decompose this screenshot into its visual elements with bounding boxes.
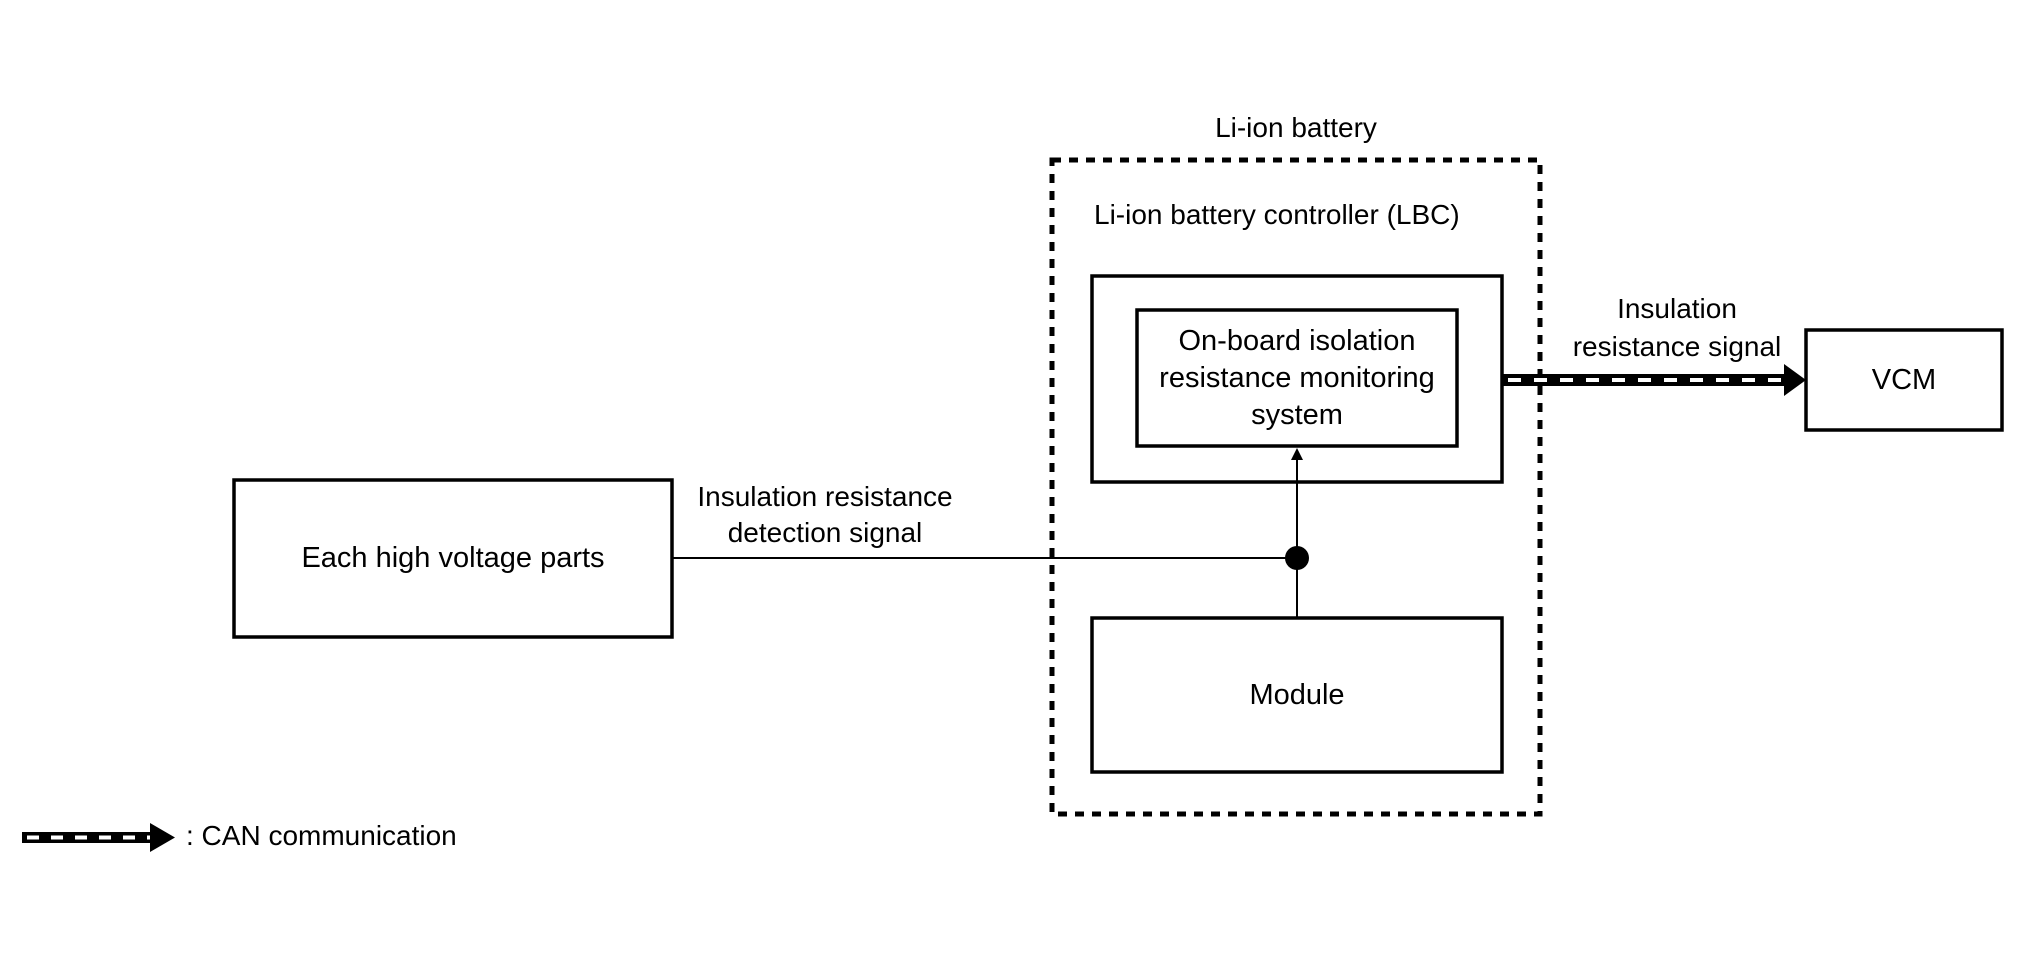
monitor-box — [1135, 308, 1459, 448]
legend-can-arrow — [22, 823, 175, 852]
detection-signal-label: Insulation resistance detection signal — [670, 479, 980, 551]
battery-label: Li-ion battery — [1215, 112, 1377, 143]
resistance-signal-label: Insulation resistance signal — [1546, 290, 1808, 366]
monitor-label: On-board isolation resistance monitoring… — [1139, 312, 1455, 444]
junction-dot — [1285, 546, 1309, 570]
resistance-signal-line-2: resistance signal — [1572, 331, 1782, 362]
lbc-label: Li-ion battery controller (LBC) — [1094, 199, 1460, 230]
detection-signal-line-1: Insulation resistance — [697, 481, 953, 512]
vcm-label: VCM — [1871, 363, 1937, 396]
can-arrow — [1502, 364, 1806, 396]
monitor-line-1: On-board isolation — [1178, 324, 1416, 357]
monitor-line-2: resistance monitoring — [1159, 361, 1435, 394]
monitor-line-3: system — [1251, 398, 1343, 431]
parts-label: Each high voltage parts — [301, 542, 605, 574]
battery-boundary — [1049, 157, 1543, 817]
resistance-signal-line-1: Insulation — [1617, 293, 1737, 324]
module-label: Module — [1249, 678, 1345, 711]
legend-label: : CAN communication — [186, 820, 457, 851]
detection-signal-line-2: detection signal — [727, 517, 923, 548]
